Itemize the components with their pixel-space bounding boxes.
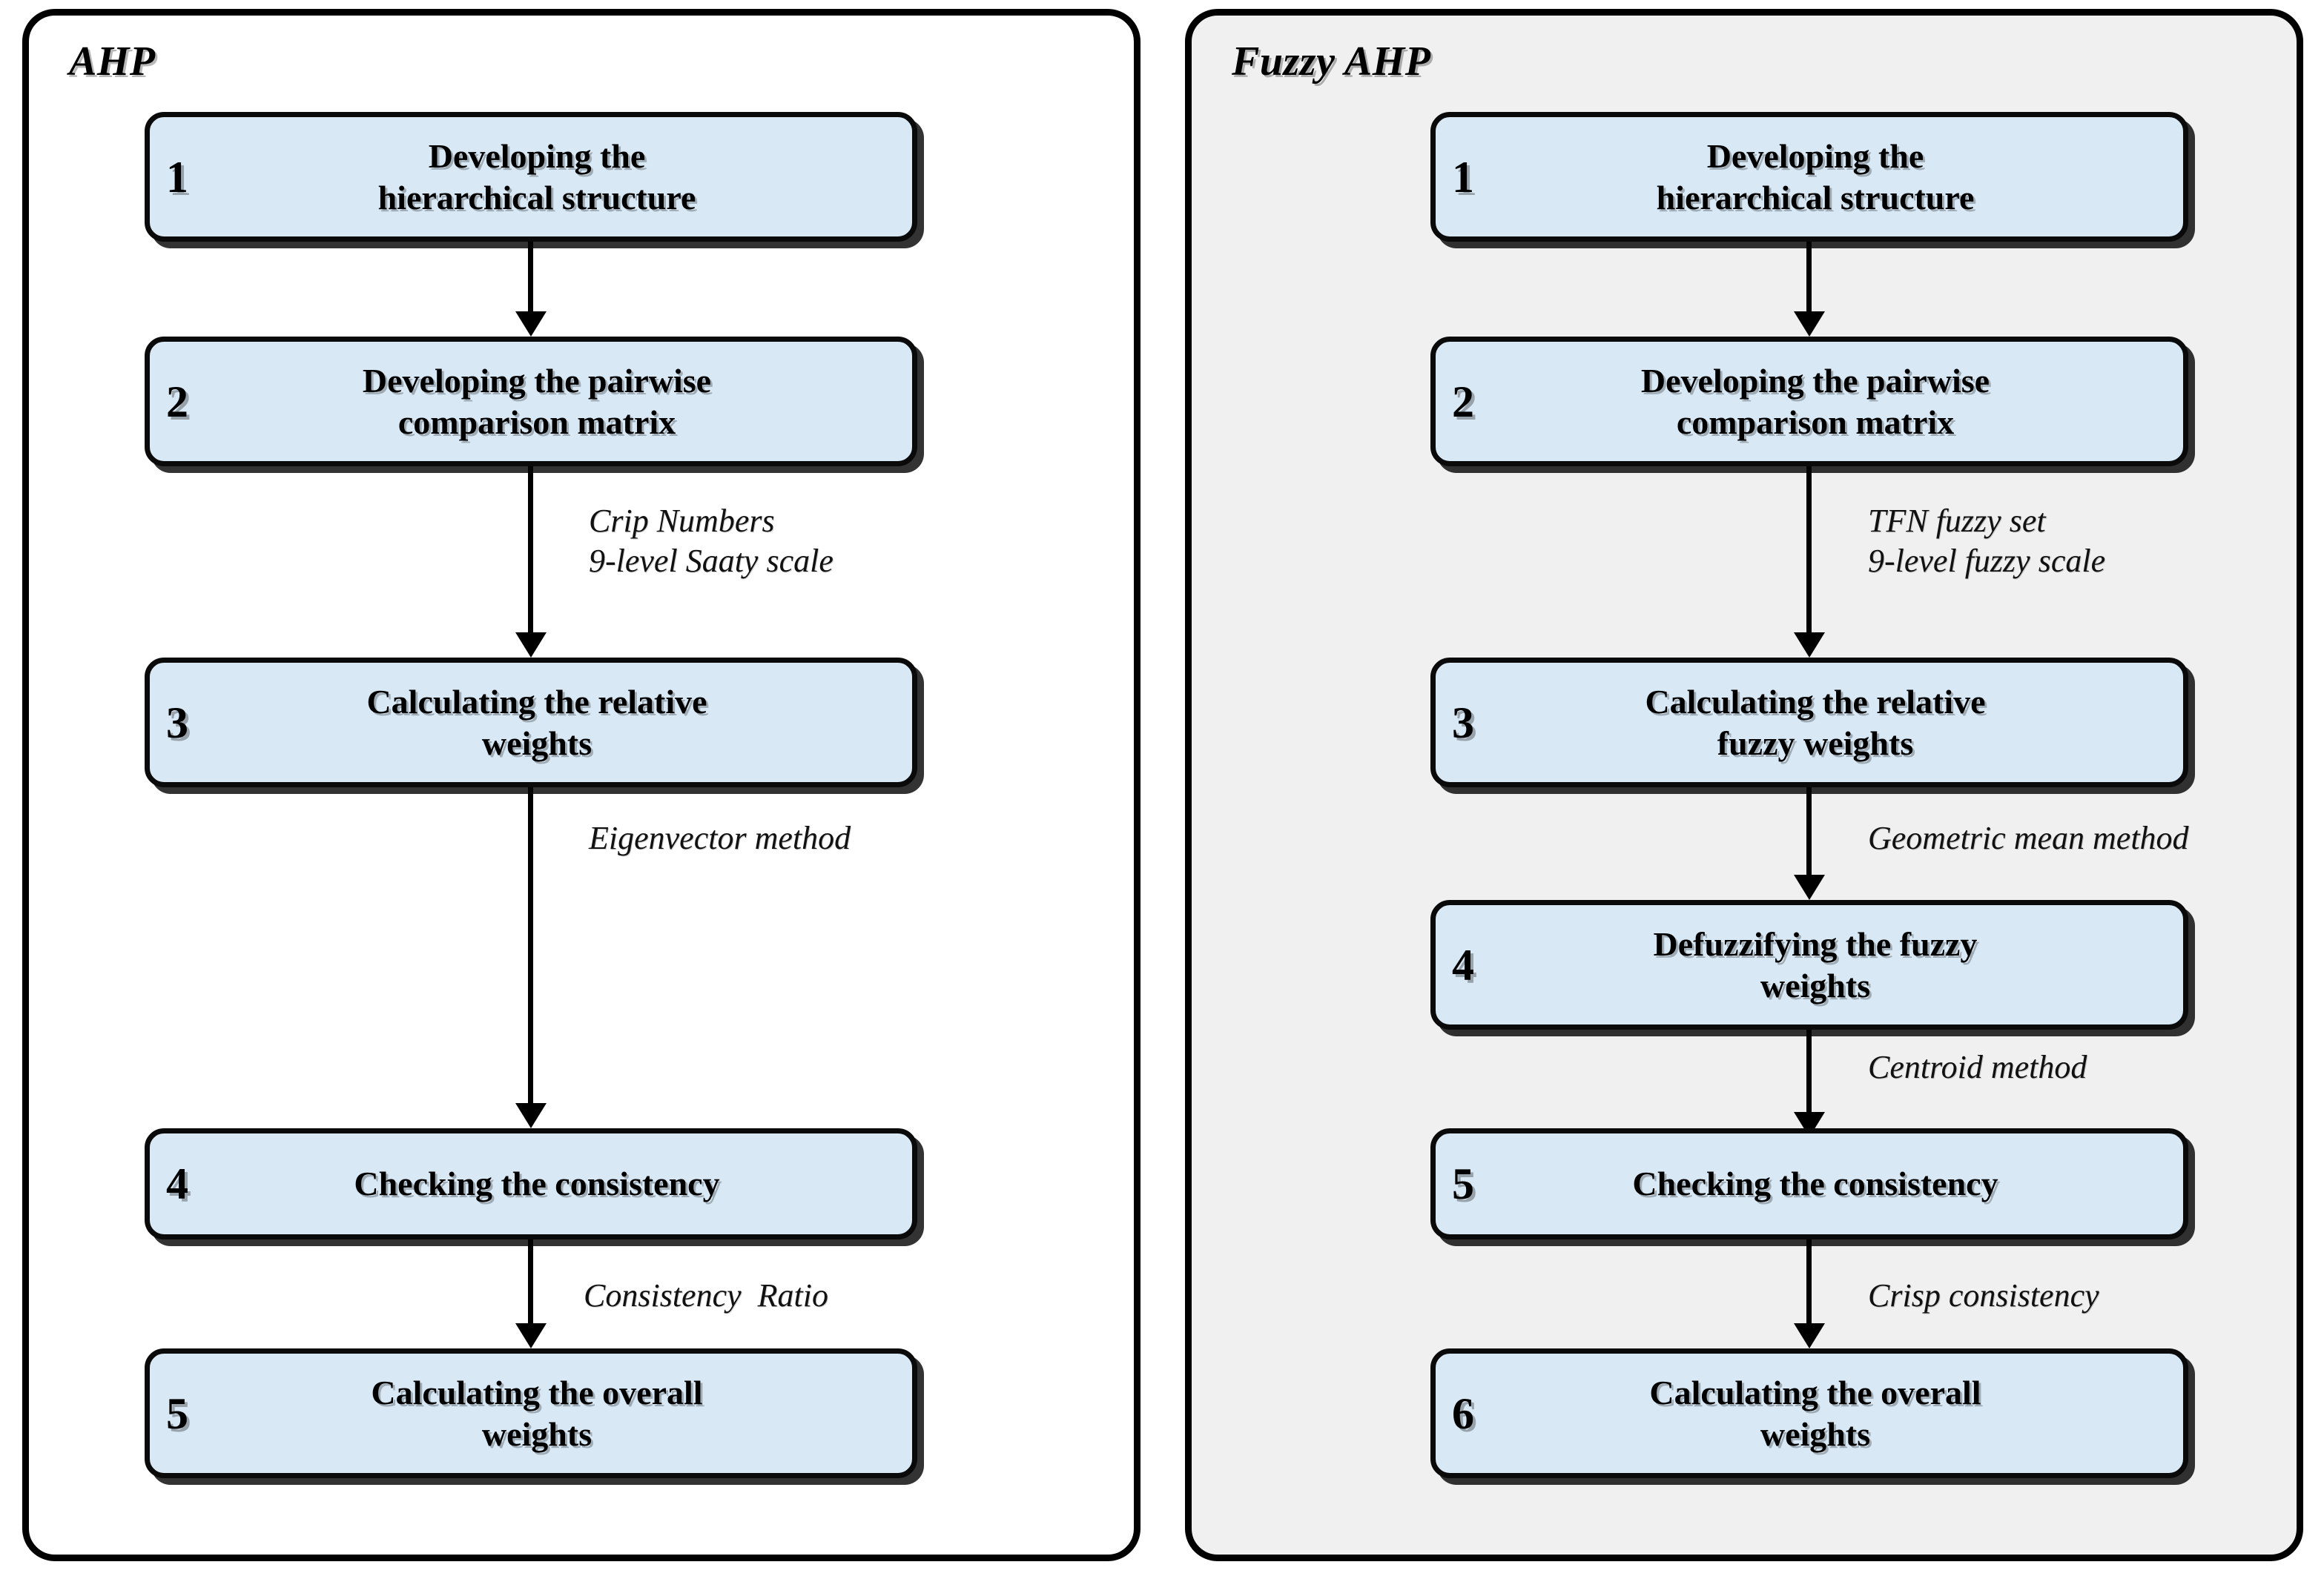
edge-label-fahp-3-4: Geometric mean method xyxy=(1868,820,2189,856)
step-number-fahp-5: 5 xyxy=(1452,1159,1474,1208)
panel-title-fuzzy-ahp: Fuzzy AHP xyxy=(1232,39,1431,85)
edge-label-fahp-4-5: Centroid method xyxy=(1868,1049,2087,1085)
edge-label-fahp-5-6: Crisp consistency xyxy=(1868,1277,2099,1314)
connector-shaft xyxy=(528,466,533,632)
connector-shaft xyxy=(528,787,533,1103)
step-label-ahp-4: Checking the consistency xyxy=(354,1165,720,1203)
step-number-ahp-1: 1 xyxy=(166,152,188,202)
step-number-fahp-1: 1 xyxy=(1452,152,1474,202)
connector-shaft xyxy=(1806,787,1812,875)
step-box-fahp-5[interactable]: 5 Checking the consistency xyxy=(1430,1128,2188,1239)
arrowhead-icon xyxy=(515,1323,547,1348)
arrowhead-icon xyxy=(1794,1323,1825,1348)
step-box-ahp-4[interactable]: 4 Checking the consistency xyxy=(145,1128,917,1239)
step-number-fahp-6: 6 xyxy=(1452,1388,1474,1438)
arrowhead-icon xyxy=(1794,311,1825,337)
connector-shaft xyxy=(1806,1030,1812,1112)
step-label-fahp-5: Checking the consistency xyxy=(1632,1165,1998,1203)
step-number-ahp-5: 5 xyxy=(166,1388,188,1438)
connector-shaft xyxy=(528,242,533,311)
step-number-ahp-4: 4 xyxy=(166,1159,188,1208)
connector-shaft xyxy=(528,1239,533,1323)
step-number-fahp-3: 3 xyxy=(1452,698,1474,747)
connector-shaft xyxy=(1806,466,1812,632)
connector-shaft xyxy=(1806,242,1812,311)
arrowhead-icon xyxy=(515,632,547,658)
connector-shaft xyxy=(1806,1239,1812,1323)
arrowhead-icon xyxy=(515,1103,547,1128)
step-number-ahp-3: 3 xyxy=(166,698,188,747)
panel-title-ahp: AHP xyxy=(69,39,156,85)
step-number-ahp-2: 2 xyxy=(166,377,188,426)
edge-label-ahp-3-4: Eigenvector method xyxy=(589,820,851,856)
arrowhead-icon xyxy=(1794,875,1825,900)
arrowhead-icon xyxy=(1794,632,1825,658)
edge-label-ahp-4-5: Consistency Ratio xyxy=(584,1277,828,1314)
step-number-fahp-2: 2 xyxy=(1452,377,1474,426)
step-number-fahp-4: 4 xyxy=(1452,940,1474,990)
arrowhead-icon xyxy=(515,311,547,337)
